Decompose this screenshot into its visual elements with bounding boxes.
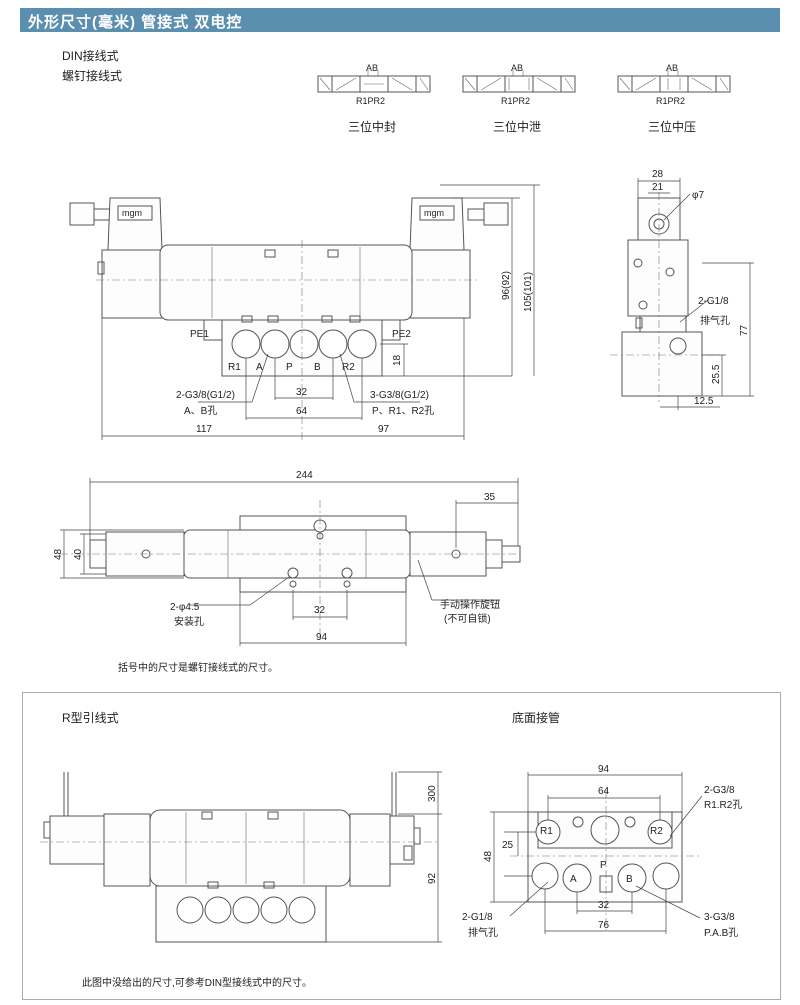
note-pr-line1: 3-G3/8(G1/2) <box>370 390 429 401</box>
dim-300: 300 <box>427 785 438 802</box>
symbol-bottom-label: R1PR2 <box>501 96 530 106</box>
bp-note-pab-line2: P.A.B孔 <box>704 927 738 939</box>
note-mount-line2: 安装孔 <box>174 615 204 628</box>
symbol-bottom-label: R1PR2 <box>656 96 685 106</box>
dim-32-top: 32 <box>314 605 326 616</box>
bottom-piping-view: R1 P R2 A B 94 64 25 48 32 76 2-G3/8 R1.… <box>462 764 742 939</box>
bp-port-r2: R2 <box>650 826 663 837</box>
dim-92: 92 <box>427 872 438 884</box>
bp-dim-32: 32 <box>598 900 610 911</box>
dim-18: 18 <box>392 354 403 366</box>
section-title: 外形尺寸(毫米) 管接式 双电控 <box>28 14 243 31</box>
note-screw-dimensions: 括号中的尺寸是螺钉接线式的尺寸。 <box>118 661 278 674</box>
pe1-label: PE1 <box>190 329 209 340</box>
dim-94-top: 94 <box>316 632 328 643</box>
note-exhaust-side: 排气孔 <box>700 314 730 327</box>
dim-48: 48 <box>53 548 64 560</box>
dim-244: 244 <box>296 470 313 481</box>
dim-117: 117 <box>196 424 212 435</box>
r-type-title: R型引线式 <box>62 711 119 725</box>
dim-28: 28 <box>652 169 664 180</box>
top-view: 244 35 48 40 2-φ4.5 安装孔 32 94 手动操作旋钮 (不可… <box>53 470 521 646</box>
din-wiring-label: DIN接线式 <box>62 48 119 63</box>
symbol-bottom-label: R1PR2 <box>356 96 385 106</box>
symbol-closed-center: AB R1PR2 三位中封 <box>317 63 431 134</box>
port-r2-label: R2 <box>342 362 355 373</box>
bp-dim-94: 94 <box>598 764 610 775</box>
dim-105: 105(101) <box>523 272 534 312</box>
dim-21: 21 <box>652 182 664 193</box>
note-g18-side: 2-G1/8 <box>698 296 729 307</box>
bp-dim-48: 48 <box>483 850 494 862</box>
symbol-top-label: AB <box>366 63 378 73</box>
bp-dim-76: 76 <box>598 920 610 931</box>
bp-dim-64: 64 <box>598 786 610 797</box>
note-manual-line2: (不可自锁) <box>444 612 491 625</box>
dim-97: 97 <box>378 424 390 435</box>
port-a-label: A <box>256 362 263 373</box>
svg-text:mgm: mgm <box>424 208 444 218</box>
r-type-panel <box>22 692 781 1000</box>
symbol-caption: 三位中泄 <box>493 119 541 134</box>
r-type-view: 300 92 <box>40 771 442 943</box>
port-b-label: B <box>314 362 321 373</box>
bp-note-r-line1: 2-G3/8 <box>704 785 735 796</box>
symbol-top-label: AB <box>511 63 523 73</box>
dim-phi7: φ7 <box>692 190 704 201</box>
bp-note-ex-line1: 2-G1/8 <box>462 912 493 923</box>
dim-96: 96(92) <box>501 271 512 300</box>
bp-port-b: B <box>626 874 633 885</box>
bp-port-p: P <box>600 860 607 871</box>
note-manual-line1: 手动操作旋钮 <box>440 598 500 611</box>
symbol-pressure-center: AB R1PR2 三位中压 <box>617 63 731 134</box>
bottom-piping-title: 底面接管 <box>512 710 560 725</box>
dim-77: 77 <box>739 324 750 336</box>
dim-12-5: 12.5 <box>694 396 714 407</box>
dim-35: 35 <box>484 492 496 503</box>
bp-note-r-line2: R1.R2孔 <box>704 799 742 811</box>
symbol-exhaust-center: AB R1PR2 三位中泄 <box>462 63 576 134</box>
note-pr-line2: P、R1、R2孔 <box>372 405 434 417</box>
dim-25-5: 25.5 <box>711 364 722 384</box>
screw-wiring-label: 螺钉接线式 <box>62 68 122 83</box>
pe2-label: PE2 <box>392 329 411 340</box>
note-mount-line1: 2-φ4.5 <box>170 602 200 613</box>
bp-note-ex-line2: 排气孔 <box>468 926 498 939</box>
dim-32-front: 32 <box>296 387 308 398</box>
side-view: 28 21 φ7 2-G1/8 排气孔 77 25.5 12.5 <box>610 169 754 410</box>
port-r1-label: R1 <box>228 362 241 373</box>
symbol-caption: 三位中封 <box>348 119 396 134</box>
note-ab-line2: A、B孔 <box>184 405 217 417</box>
dim-40: 40 <box>73 548 84 560</box>
bp-note-pab-line1: 3-G3/8 <box>704 912 735 923</box>
symbol-top-label: AB <box>666 63 678 73</box>
bp-port-a: A <box>570 874 577 885</box>
symbol-caption: 三位中压 <box>648 119 696 134</box>
port-p-label: P <box>286 362 293 373</box>
r-type-note: 此图中没给出的尺寸,可参考DIN型接线式中的尺寸。 <box>82 976 312 989</box>
front-view: mgm mgm PE1 PE2 R1 A P B R2 <box>69 184 540 440</box>
bp-dim-25: 25 <box>502 840 514 851</box>
dim-64-front: 64 <box>296 406 308 417</box>
bp-port-r1: R1 <box>540 826 553 837</box>
svg-text:mgm: mgm <box>122 208 142 218</box>
note-ab-line1: 2-G3/8(G1/2) <box>176 390 235 401</box>
section-header: 外形尺寸(毫米) 管接式 双电控 <box>20 8 780 32</box>
